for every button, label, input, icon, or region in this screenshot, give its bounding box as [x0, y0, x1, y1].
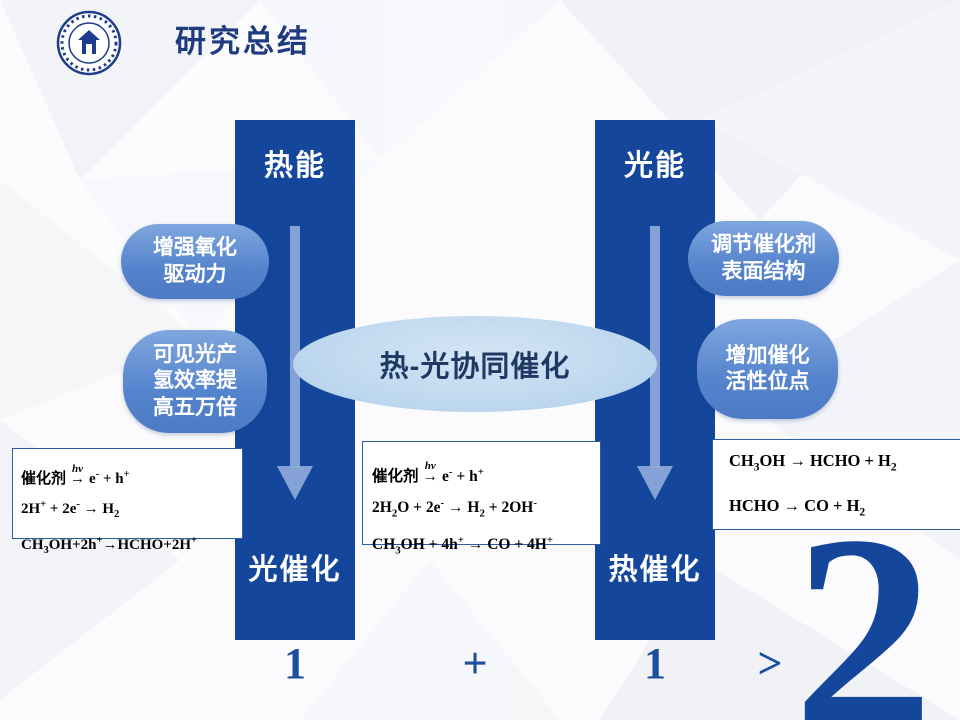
arrow-glyph: →	[422, 468, 439, 486]
down-arrow-right-icon	[637, 226, 673, 500]
university-logo	[56, 10, 122, 76]
left-pillar-top-label: 热能	[263, 150, 326, 182]
equation-tail: e- + h+	[89, 469, 130, 487]
equation-line: 2H2O + 2e- → H2 + 2OH-	[372, 497, 537, 520]
bubble-surface-structure: 调节催化剂 表面结构	[688, 221, 839, 296]
right-pillar-top-label: 光能	[623, 150, 686, 182]
plus-sign: +	[462, 639, 488, 688]
bubble-line: 驱动力	[163, 262, 227, 286]
bubble-line: 活性位点	[725, 370, 810, 393]
bubble-line: 可见光产	[153, 343, 237, 367]
hv-label: hv	[424, 459, 436, 472]
equation-line: 2H+ + 2e- → H2	[21, 499, 120, 520]
bubble-line: 调节催化剂	[711, 233, 816, 257]
bubble-h2-efficiency: 可见光产 氢效率提 高五万倍	[123, 330, 267, 433]
left-pillar-bottom-label: 光催化	[248, 554, 342, 586]
equation-line: HCHO → CO + H2	[729, 495, 866, 518]
bubble-line: 高五万倍	[153, 395, 237, 419]
bubble-line: 表面结构	[721, 259, 806, 283]
equation-line: CH3OH+2h+→HCHO+2H+	[21, 535, 198, 556]
equation-box-thermocatalysis: CH3OH → HCHO + H2 HCHO → CO + H2	[712, 439, 960, 530]
catalyst-label: 催化剂	[21, 470, 67, 487]
synergy-label: 热-光协同催化	[379, 351, 571, 383]
equation-line: CH3OH + 4h+ → CO + 4H+	[372, 534, 554, 557]
arrow-glyph: →	[70, 471, 86, 487]
right-pillar-bottom-label: 热催化	[608, 554, 702, 586]
equation-line: CH3OH → HCHO + H2	[729, 451, 897, 474]
bubble-line: 增加催化	[725, 343, 810, 367]
synergy-ellipse: 热-光协同催化	[293, 316, 657, 412]
catalyst-label: 催化剂	[372, 468, 419, 486]
count-right: 1	[644, 639, 666, 688]
bubble-active-sites: 增加催化 活性位点	[697, 319, 838, 419]
greater-than-sign: >	[757, 639, 783, 688]
hv-arrow: hv→	[70, 463, 86, 492]
hv-label: hv	[72, 462, 84, 475]
equation-tail: e- + h+	[442, 466, 484, 486]
result-number: 2	[793, 477, 934, 720]
down-arrow-left-icon	[277, 226, 313, 500]
bubble-line: 增强氧化	[153, 236, 237, 260]
count-left: 1	[284, 639, 306, 688]
hv-arrow: hv→	[422, 460, 439, 490]
bubble-oxidation-driving-force: 增强氧化 驱动力	[121, 224, 269, 299]
bubble-line: 氢效率提	[153, 369, 237, 393]
page-title: 研究总结	[175, 24, 311, 59]
